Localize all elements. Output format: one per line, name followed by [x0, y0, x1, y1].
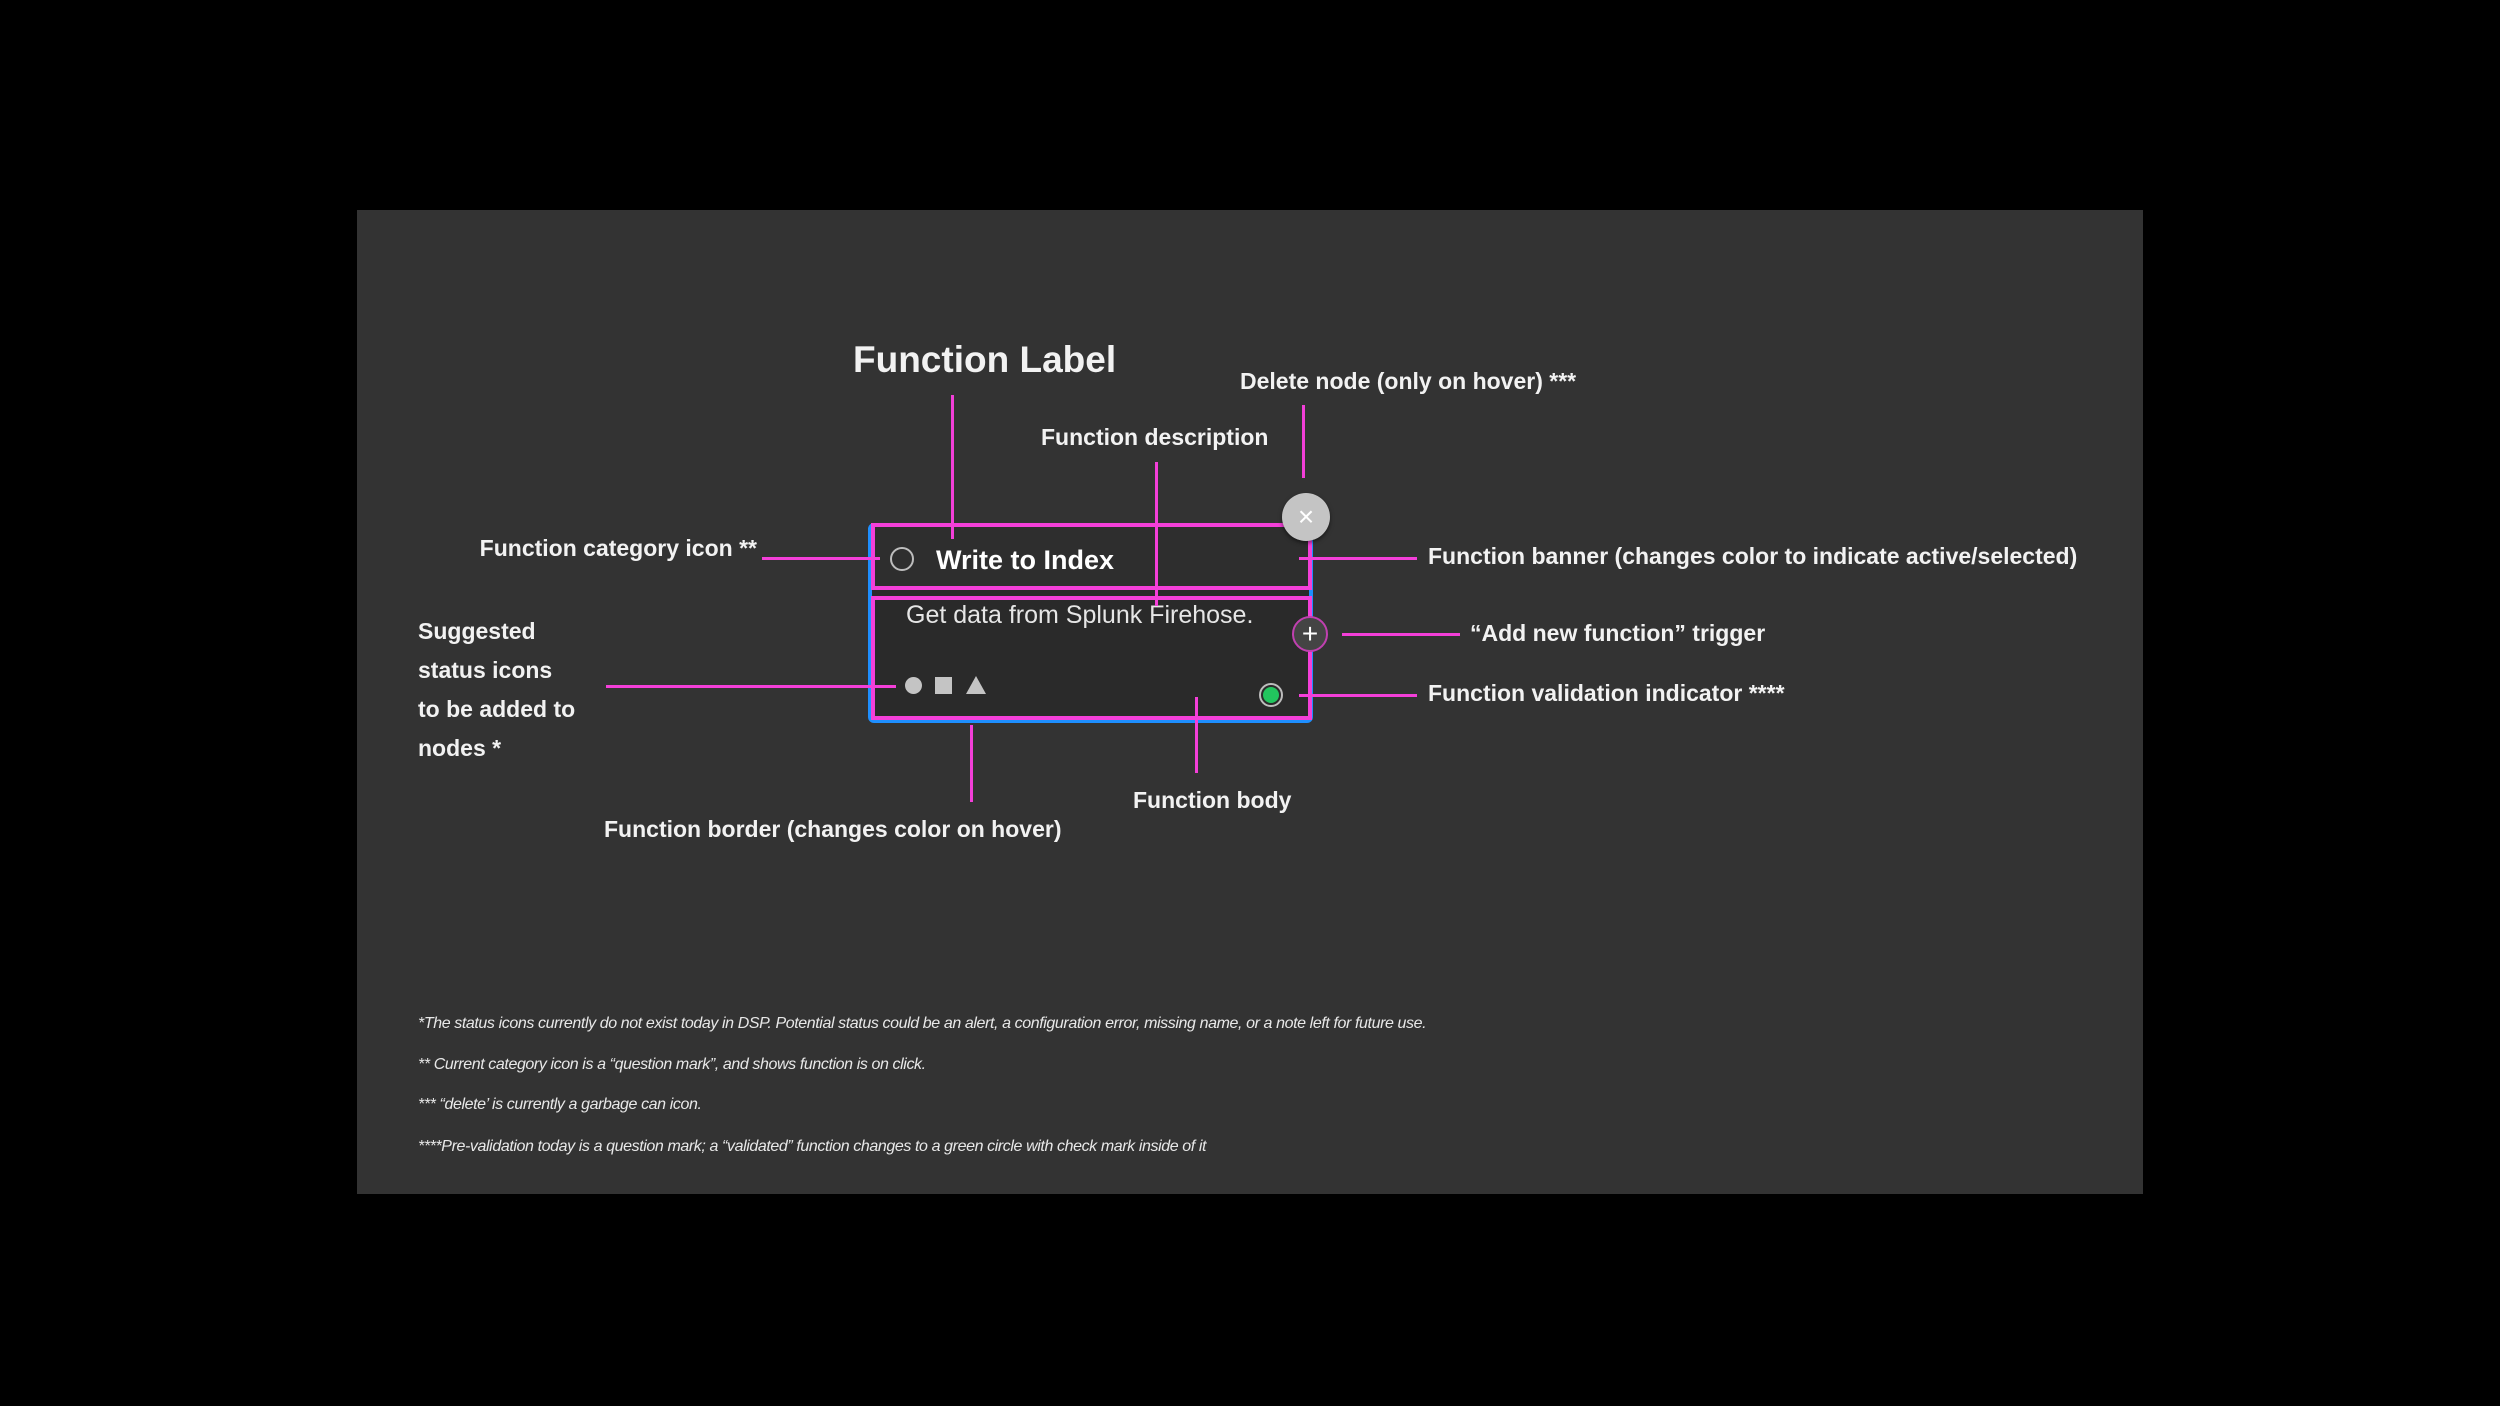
- annotation-border: Function border (changes color on hover): [604, 816, 1062, 842]
- footnote-1: *The status icons currently do not exist…: [418, 1015, 1427, 1032]
- leader-line-category: [762, 557, 880, 560]
- leader-line-border: [970, 725, 973, 802]
- footnote-2: ** Current category icon is a “question …: [418, 1056, 926, 1073]
- footnote-3: *** “delete’ is currently a garbage can …: [418, 1096, 702, 1113]
- function-description: Get data from Splunk Firehose.: [906, 601, 1254, 629]
- leader-line-label: [951, 395, 954, 539]
- annotation-status-line-1: Suggested: [418, 618, 536, 644]
- validation-indicator-icon: [1259, 683, 1283, 707]
- status-square-icon: [935, 677, 952, 694]
- leader-line-banner: [1299, 557, 1417, 560]
- close-icon: ×: [1297, 501, 1315, 532]
- leader-line-add: [1342, 633, 1460, 636]
- plus-icon: +: [1301, 618, 1319, 649]
- annotation-category: Function category icon **: [479, 535, 757, 561]
- function-banner[interactable]: [871, 523, 1312, 590]
- annotation-status-line-4: nodes *: [418, 735, 502, 761]
- annotation-status-line-2: status icons: [418, 657, 553, 683]
- status-triangle-icon: [966, 676, 986, 694]
- annotation-body: Function body: [1133, 787, 1292, 813]
- category-icon[interactable]: [890, 547, 914, 571]
- leader-line-status: [606, 685, 896, 688]
- leader-line-body: [1195, 697, 1198, 773]
- annotation-add-trigger: “Add new function” trigger: [1470, 620, 1766, 646]
- leader-line-delete: [1302, 405, 1305, 478]
- add-function-button[interactable]: +: [1292, 616, 1328, 652]
- footnote-4: ****Pre-validation today is a question m…: [418, 1138, 1207, 1155]
- annotation-banner: Function banner (changes color to indica…: [1428, 543, 2078, 569]
- function-body[interactable]: [871, 596, 1312, 720]
- annotation-status-line-3: to be added to: [418, 696, 576, 722]
- delete-node-button[interactable]: ×: [1282, 493, 1330, 541]
- leader-line-description: [1155, 462, 1158, 606]
- function-label-heading: Function Label: [853, 339, 1117, 380]
- function-title: Write to Index: [936, 545, 1115, 575]
- leader-line-validation: [1299, 694, 1417, 697]
- annotation-validation: Function validation indicator ****: [1428, 680, 1785, 706]
- annotation-delete: Delete node (only on hover) ***: [1240, 368, 1577, 394]
- status-circle-icon: [905, 677, 922, 694]
- annotation-description: Function description: [1041, 424, 1269, 450]
